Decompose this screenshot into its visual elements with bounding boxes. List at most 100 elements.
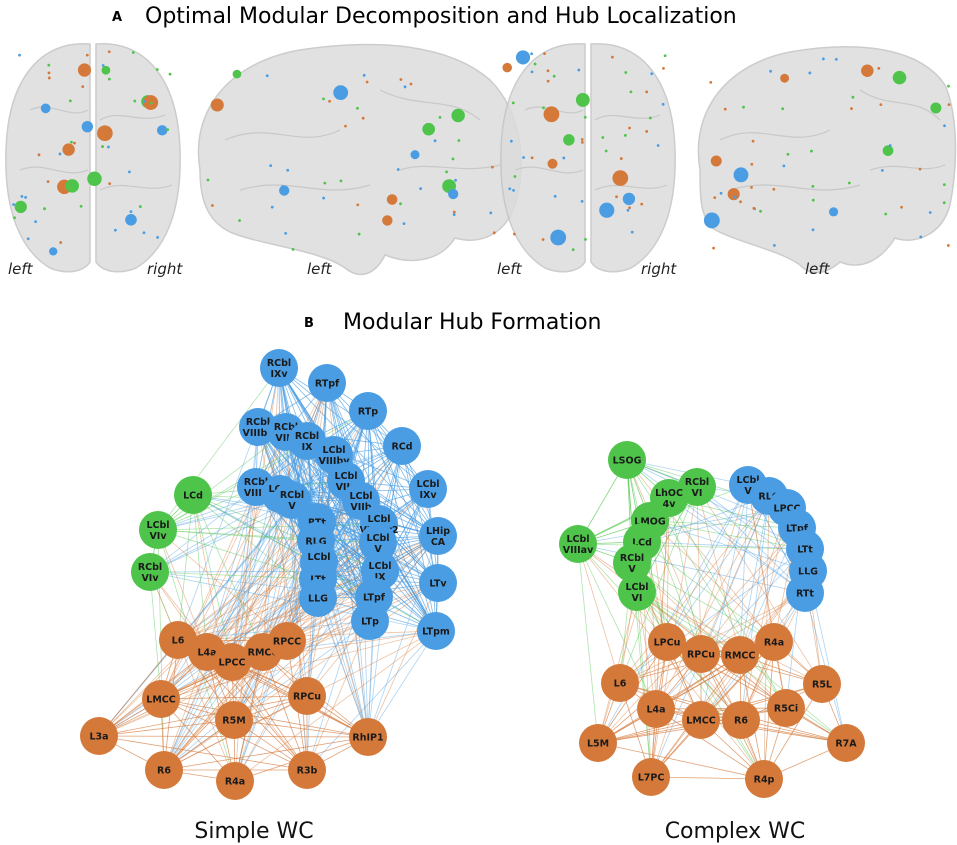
network-node-lpcc: LPCC bbox=[213, 643, 251, 681]
node-label: LMCC bbox=[686, 716, 715, 727]
brain-node-marker bbox=[709, 80, 713, 84]
network-edge bbox=[233, 535, 439, 721]
brain-node-marker bbox=[769, 69, 773, 73]
network-edge bbox=[577, 543, 657, 710]
brain-node-marker bbox=[62, 143, 75, 156]
node-circle bbox=[827, 724, 865, 762]
brain-node-marker bbox=[656, 144, 660, 147]
node-label: RMCC bbox=[725, 651, 756, 662]
network-edge bbox=[98, 735, 308, 771]
node-circle bbox=[174, 476, 212, 514]
node-label: LTp bbox=[361, 617, 379, 628]
brain-node-marker bbox=[919, 235, 923, 239]
network-edge bbox=[740, 507, 788, 721]
node-circle bbox=[682, 635, 720, 673]
brain-node-marker bbox=[410, 150, 420, 160]
network-edge bbox=[626, 459, 775, 643]
network-edge bbox=[233, 454, 335, 721]
node-label: LTt bbox=[797, 545, 813, 556]
node-label: LCbl bbox=[368, 561, 391, 572]
brain-node-marker bbox=[206, 178, 210, 182]
network-edge bbox=[696, 486, 806, 594]
network-complex-wc: LSOGRCblVILhOC4vLMOGLCblVIIIavLCdRCblVLC… bbox=[559, 441, 865, 798]
node-label: VIv bbox=[149, 531, 167, 542]
view-3-left-label: left bbox=[497, 260, 523, 278]
brain-node-markers bbox=[12, 50, 951, 256]
brain-node-marker bbox=[626, 208, 630, 212]
node-label: R4a bbox=[225, 777, 245, 788]
network-edge bbox=[192, 494, 381, 572]
node-label: LTpf bbox=[363, 593, 386, 604]
brain-node-marker bbox=[808, 71, 812, 75]
network-edge bbox=[739, 495, 770, 656]
brain-node-marker bbox=[542, 106, 545, 110]
network-edge bbox=[192, 494, 320, 563]
node-label: VIIb bbox=[275, 433, 296, 444]
panel-a-letter: A bbox=[112, 10, 122, 25]
node-label: LPCC bbox=[219, 658, 246, 669]
node-circle bbox=[359, 524, 397, 562]
network-edge bbox=[700, 527, 798, 655]
simple-wc-caption: Simple WC bbox=[194, 819, 313, 844]
brain-node-marker bbox=[772, 187, 776, 191]
brain-view-sagittal-1 bbox=[197, 43, 522, 276]
network-edge bbox=[157, 440, 308, 531]
network-edge bbox=[192, 494, 264, 653]
node-circle bbox=[213, 643, 251, 681]
brain-node-marker bbox=[399, 78, 403, 81]
node-circle bbox=[288, 677, 326, 715]
network-edge bbox=[650, 570, 809, 778]
node-circle bbox=[273, 481, 311, 519]
brain-node-marker bbox=[861, 64, 874, 77]
node-circle bbox=[682, 701, 720, 739]
brain-node-marker bbox=[46, 180, 50, 183]
brain-node-marker bbox=[452, 213, 456, 216]
brain-node-marker bbox=[645, 130, 649, 133]
node-label: LLG bbox=[308, 594, 328, 605]
brain-node-marker bbox=[323, 181, 327, 185]
network-node-r5ci: R5Ci bbox=[767, 689, 805, 727]
network-edge bbox=[157, 529, 288, 642]
brain-node-marker bbox=[34, 220, 38, 224]
brain-node-marker bbox=[571, 248, 575, 252]
network-edge bbox=[98, 719, 235, 737]
node-label: LCbl bbox=[322, 445, 345, 456]
node-circle bbox=[618, 573, 656, 611]
brain-node-marker bbox=[947, 103, 951, 107]
node-circle bbox=[349, 718, 387, 756]
node-label: RPCu bbox=[293, 692, 321, 703]
brain-node-marker bbox=[97, 125, 113, 142]
network-edge bbox=[206, 454, 335, 653]
brain-node-marker bbox=[269, 164, 273, 167]
node-label: RTp bbox=[358, 407, 378, 418]
node-label: V bbox=[288, 501, 296, 512]
brain-view-sagittal-2 bbox=[697, 46, 957, 274]
brain-node-marker bbox=[750, 162, 754, 166]
network-edge bbox=[163, 661, 233, 771]
network-edge bbox=[631, 562, 775, 643]
network-node-lmcc: LMCC bbox=[682, 701, 720, 739]
node-label: VIIb bbox=[350, 502, 371, 513]
node-label: RCd bbox=[391, 442, 412, 453]
brain-node-marker bbox=[168, 72, 172, 76]
network-node-l7pc: L7PC bbox=[632, 758, 670, 796]
node-label: L4a bbox=[197, 648, 216, 659]
node-label: LCbl bbox=[307, 552, 330, 563]
network-node-ltpm: LTpm bbox=[417, 612, 455, 650]
node-label: R6 bbox=[157, 766, 171, 777]
node-label: LTpm bbox=[422, 627, 450, 638]
network-edge bbox=[666, 484, 749, 643]
brain-node-marker bbox=[382, 215, 393, 226]
brain-node-marker bbox=[68, 99, 72, 103]
brain-node-marker bbox=[821, 57, 825, 61]
node-label: LCbl bbox=[625, 582, 648, 593]
brain-node-marker bbox=[26, 237, 30, 241]
brain-node-marker bbox=[752, 206, 756, 210]
brain-node-marker bbox=[362, 73, 366, 77]
network-nodes: LSOGRCblVILhOC4vLMOGLCblVIIIavLCdRCblVLC… bbox=[559, 441, 865, 798]
node-circle bbox=[349, 392, 387, 430]
node-circle bbox=[80, 717, 118, 755]
brain-node-marker bbox=[645, 90, 649, 94]
node-label: LCbl bbox=[334, 471, 357, 482]
brain-node-marker bbox=[928, 211, 932, 214]
